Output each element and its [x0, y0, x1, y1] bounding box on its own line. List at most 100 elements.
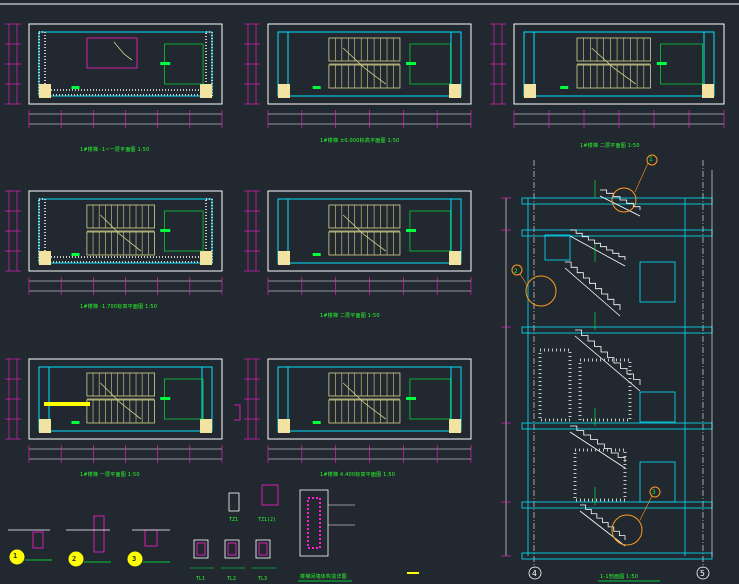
stair-flight-outline: [86, 399, 155, 424]
stair-flight-section-5-soffit: [579, 510, 626, 547]
elevation-mark: [406, 62, 417, 65]
stair-flight: [328, 399, 401, 424]
callout-label-1: 1: [649, 156, 653, 163]
stair-flight-outline: [86, 372, 155, 397]
beam-section: [224, 539, 240, 559]
stair-partial-flight: [113, 41, 133, 61]
stair-flight-section-top-soffit: [599, 195, 641, 217]
callout-bubble-1: [646, 154, 658, 166]
stair-plan-p2: [244, 23, 472, 128]
stair-flight: [328, 231, 401, 256]
stair-flight: [86, 399, 155, 424]
plan-column-right: [200, 84, 212, 98]
callout-bubble-3: [649, 486, 661, 498]
elevation-mark: [656, 62, 667, 65]
column-section-tz1: [228, 492, 240, 512]
plan-title-p3: 1#楼梯 二层平面图 1:50: [580, 143, 640, 149]
plan-title-p7: 1#楼梯 4.400标高平面图 1:50: [320, 472, 396, 478]
beam-rebar-cage: [227, 542, 237, 556]
plan-inner-wall: [38, 31, 213, 97]
stair-flight-outline: [576, 64, 651, 89]
detail-circle-label-3: 3: [132, 555, 137, 563]
callout-label-2: 2: [514, 268, 518, 275]
stair-flight: [86, 231, 155, 256]
plan-inner-wall: [277, 198, 462, 264]
plan-column-left: [524, 84, 536, 98]
beam-label-tl2: TL2: [227, 576, 237, 582]
plan-wall-hatch-bottom: [44, 256, 207, 263]
plan-title-p4: 1#楼梯 -1.700标高平面图 1:50: [80, 304, 158, 310]
stair-flight-section-1-soffit: [569, 235, 626, 267]
plan-column-left: [278, 251, 290, 265]
elevation-mark: [160, 397, 171, 400]
section-window-opening: [639, 461, 676, 503]
stair-flight: [328, 37, 401, 62]
stair-section-drawing: [501, 154, 713, 582]
stair-flight-section-4-soffit: [569, 431, 626, 469]
stair-break-line: [591, 47, 637, 85]
column-section-tz1-2: [261, 484, 279, 506]
stair-plan-p5: [244, 190, 472, 295]
stair-break-line: [342, 214, 386, 252]
stair-flight-outline: [86, 204, 155, 229]
elevation-mark: [312, 253, 321, 256]
axis-label-left: 4: [532, 569, 537, 578]
stair-flight-outline: [328, 37, 401, 62]
elevation-mark: [71, 421, 80, 424]
detail-circle-label-1: 1: [13, 552, 18, 560]
plan-column-right: [200, 419, 212, 433]
callout-leader: [519, 273, 528, 286]
stair-flight-section-1: [570, 229, 626, 260]
beam-label-tl3: TL3: [258, 576, 268, 582]
stair-flight-outline: [86, 231, 155, 256]
plan-outer-wall: [267, 190, 472, 272]
detail-marker-circle: [9, 549, 25, 565]
plan-column-left: [278, 84, 290, 98]
detail-joint-2: [93, 515, 105, 553]
plan-column-left: [39, 84, 51, 98]
elevation-mark: [312, 421, 321, 424]
beam-rebar-cage: [258, 542, 268, 556]
stair-plan-p3: [490, 23, 725, 128]
stair-break-line: [100, 214, 142, 252]
callout-leader: [634, 162, 649, 193]
stair-flight: [576, 37, 651, 62]
stair-flight-outline: [576, 37, 651, 62]
stair-break-line: [342, 382, 386, 420]
section-hatch-panel: [573, 448, 627, 502]
stair-flight: [86, 372, 155, 397]
stair-plan-p6: [5, 358, 223, 463]
beam-rebar-cage: [196, 542, 206, 556]
section-floor-slab: [521, 326, 713, 334]
plan-column-right: [449, 251, 461, 265]
plan-outer-wall: [267, 23, 472, 105]
detail-circle-label-2: 2: [72, 555, 77, 563]
detail-marker-circle: [68, 551, 84, 567]
detail-callout-circle-3: [611, 514, 643, 546]
section-floor-slab: [521, 197, 713, 205]
section-window-opening: [639, 261, 676, 303]
stair-flight: [328, 64, 401, 89]
plan-outer-wall: [267, 358, 472, 440]
column-label-tz1: TZ1: [229, 517, 239, 523]
plan-inner-wall: [277, 31, 462, 97]
stair-flight-outline: [328, 399, 401, 424]
stair-flight: [576, 64, 651, 89]
stair-flight: [328, 204, 401, 229]
stair-break-line: [342, 47, 386, 85]
plan-outer-wall: [513, 23, 725, 105]
stair-flight-section-4: [570, 425, 626, 462]
section-floor-slab: [521, 552, 713, 560]
detail-joint-1: [32, 531, 44, 549]
section-hatch-panel: [538, 348, 572, 422]
section-title: 1-1剖面图 1:50: [600, 574, 639, 580]
elevation-mark: [406, 229, 417, 232]
callout-bubble-2: [511, 264, 523, 276]
stair-flight: [328, 372, 401, 397]
section-floor-slab: [521, 422, 713, 430]
plan-column-left: [39, 251, 51, 265]
detail-callout-circle-2: [525, 275, 557, 307]
detail-callout-circle-1: [611, 187, 637, 213]
elevation-mark: [71, 86, 80, 89]
